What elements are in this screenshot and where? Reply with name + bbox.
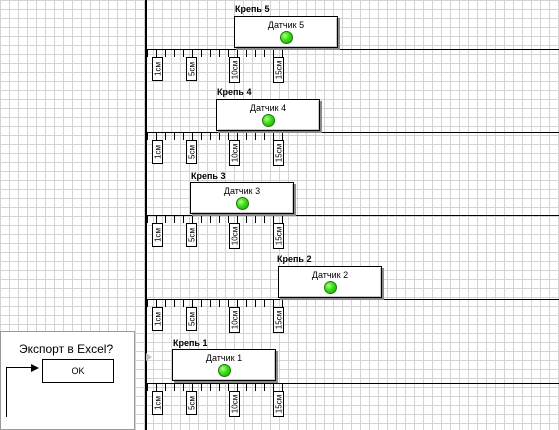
ruler-label: 15см — [273, 140, 284, 166]
ruler-label-text: 1см — [153, 228, 162, 242]
sensor-box[interactable]: Датчик 1 — [172, 349, 276, 381]
ruler-label: 1см — [152, 307, 163, 331]
ruler-label-text: 10см — [230, 60, 239, 80]
ruler-label-text: 10см — [230, 310, 239, 330]
ruler-label-text: 1см — [153, 145, 162, 159]
ruler-label-text: 15см — [274, 310, 283, 330]
support-caption: Крепь 2 — [277, 254, 312, 264]
sensor-box[interactable]: Датчик 5 — [234, 16, 338, 48]
ruler-label: 5см — [186, 391, 197, 415]
ruler-label: 1см — [152, 391, 163, 415]
ruler-label-text: 5см — [187, 62, 196, 76]
ruler-label: 15см — [273, 223, 284, 249]
ruler-label-text: 15см — [274, 143, 283, 163]
ruler-label-text: 1см — [153, 312, 162, 326]
ruler-label-text: 5см — [187, 396, 196, 410]
sensor-label: Датчик 5 — [267, 20, 305, 30]
status-led-icon — [280, 31, 293, 44]
ruler-ticks — [147, 133, 287, 140]
sensor-label: Датчик 4 — [249, 103, 287, 113]
sensor-label: Датчик 2 — [311, 270, 349, 280]
sensor-box[interactable]: Датчик 3 — [190, 182, 294, 214]
rail-line — [146, 49, 559, 50]
ruler-label-text: 1см — [153, 62, 162, 76]
ruler-ticks — [147, 300, 287, 307]
ruler-label: 15см — [273, 57, 284, 83]
sensor-label: Датчик 1 — [205, 353, 243, 363]
rail-line — [146, 383, 559, 384]
ruler-ticks — [147, 216, 287, 223]
rail-line — [146, 132, 559, 133]
ruler-label: 15см — [273, 391, 284, 417]
sensor-label: Датчик 3 — [223, 186, 261, 196]
rail-line — [146, 299, 559, 300]
export-dialog: Экспорт в Excel? OK — [0, 331, 135, 430]
ruler-ticks — [147, 384, 287, 391]
ruler-label-text: 10см — [230, 143, 239, 163]
status-led-icon — [324, 281, 337, 294]
ruler-label: 5см — [186, 307, 197, 331]
ruler-label-text: 15см — [274, 60, 283, 80]
support-caption: Крепь 1 — [173, 338, 208, 348]
rail-line — [146, 215, 559, 216]
ruler-label: 5см — [186, 57, 197, 81]
arrow-line-icon — [6, 367, 7, 417]
support-caption: Крепь 3 — [191, 171, 226, 181]
export-question: Экспорт в Excel? — [19, 342, 114, 356]
ruler-label: 10см — [229, 307, 240, 333]
ruler-label: 10см — [229, 140, 240, 166]
ruler-label: 10см — [229, 391, 240, 417]
arrow-line-icon — [6, 367, 32, 368]
ruler-label: 1см — [152, 140, 163, 164]
sensor-box[interactable]: Датчик 4 — [216, 99, 320, 131]
ruler-label-text: 5см — [187, 145, 196, 159]
ruler-label-text: 10см — [230, 226, 239, 246]
ruler-label: 10см — [229, 223, 240, 249]
status-led-icon — [236, 197, 249, 210]
ok-button[interactable]: OK — [42, 359, 114, 383]
ruler-label-text: 10см — [230, 394, 239, 414]
ruler-label-text: 5см — [187, 228, 196, 242]
ruler-label: 15см — [273, 307, 284, 333]
status-led-icon — [262, 114, 275, 127]
ruler-label-text: 5см — [187, 312, 196, 326]
ruler-label: 1см — [152, 223, 163, 247]
ruler-label: 5см — [186, 140, 197, 164]
marker-icon — [146, 353, 152, 361]
sensor-box[interactable]: Датчик 2 — [278, 266, 382, 298]
status-led-icon — [218, 364, 231, 377]
arrow-right-icon — [31, 364, 39, 372]
ruler-label-text: 15см — [274, 394, 283, 414]
support-caption: Крепь 4 — [217, 87, 252, 97]
ruler-label-text: 15см — [274, 226, 283, 246]
support-caption: Крепь 5 — [235, 4, 270, 14]
ruler-label: 10см — [229, 57, 240, 83]
ruler-label-text: 1см — [153, 396, 162, 410]
ruler-label: 5см — [186, 223, 197, 247]
ruler-label: 1см — [152, 57, 163, 81]
ruler-ticks — [147, 50, 287, 57]
